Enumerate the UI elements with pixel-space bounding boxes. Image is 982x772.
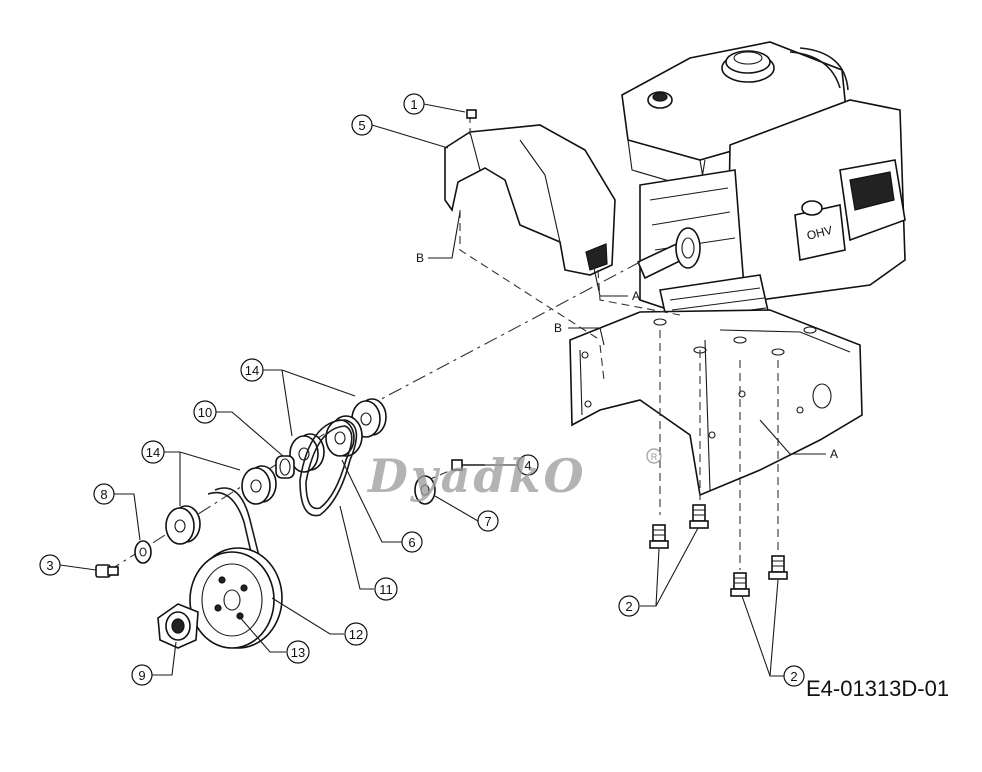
screw-2-c: [730, 572, 750, 597]
screw-2-b: [689, 504, 709, 529]
callout-4: 4: [517, 454, 539, 476]
svg-text:12: 12: [349, 627, 363, 642]
callout-10: 10: [193, 400, 217, 424]
bolt-3: [95, 564, 119, 578]
svg-text:2: 2: [625, 599, 632, 614]
svg-text:8: 8: [100, 487, 107, 502]
svg-text:3: 3: [46, 558, 53, 573]
ref-b-frame: B: [554, 321, 562, 335]
svg-text:1: 1: [410, 97, 417, 112]
bearing-9: [157, 603, 199, 649]
callout-14-upper: 14: [240, 358, 264, 382]
svg-text:14: 14: [245, 363, 259, 378]
ref-b-shroud: B: [416, 251, 424, 265]
washer-8: [134, 540, 152, 564]
ref-a-frame: A: [830, 447, 838, 461]
callout-5: 5: [351, 114, 373, 136]
bolt-1: [466, 109, 477, 119]
svg-text:14: 14: [146, 445, 160, 460]
watermark-logo: DyadkO: [366, 449, 587, 503]
callout-2-a: 2: [618, 595, 640, 617]
screw-2-d: [768, 555, 788, 580]
callout-1: 1: [403, 93, 425, 115]
washer-14-lower: [241, 465, 277, 505]
registered-mark-icon: R: [646, 448, 662, 464]
svg-text:4: 4: [524, 458, 531, 473]
callout-9: 9: [131, 664, 153, 686]
callout-7: 7: [477, 510, 499, 532]
callout-6: 6: [401, 531, 423, 553]
callout-13: 13: [286, 640, 310, 664]
callout-12: 12: [344, 622, 368, 646]
engine: OHV: [621, 41, 906, 336]
idler-7: [414, 475, 436, 505]
svg-text:7: 7: [484, 514, 491, 529]
belt-11: [299, 419, 358, 517]
callout-14-lower: 14: [141, 440, 165, 464]
engine-ohv-label: OHV: [805, 223, 834, 243]
spacer-10: [275, 455, 295, 479]
svg-text:13: 13: [291, 645, 305, 660]
bolt-4: [451, 459, 485, 471]
svg-text:10: 10: [198, 405, 212, 420]
ref-a-shroud: A: [632, 289, 640, 303]
callout-8: 8: [93, 483, 115, 505]
svg-text:11: 11: [379, 582, 393, 597]
belt-shroud: [444, 124, 616, 276]
svg-text:6: 6: [408, 535, 415, 550]
callout-2-b: 2: [783, 665, 805, 687]
svg-text:R: R: [651, 452, 658, 462]
leader-lines: [59, 103, 826, 677]
pulley-12-13: [189, 487, 283, 649]
svg-text:5: 5: [358, 118, 365, 133]
washer-14-front: [165, 505, 201, 545]
svg-text:9: 9: [138, 668, 145, 683]
alignment-lines: [109, 115, 779, 571]
callout-3: 3: [39, 554, 61, 576]
frame-bracket: [569, 309, 863, 497]
screw-2-a: [649, 524, 669, 549]
screws-frame: [649, 504, 788, 597]
callout-11: 11: [374, 577, 398, 601]
svg-text:2: 2: [790, 669, 797, 684]
diagram-code: E4-01313D-01: [806, 676, 950, 701]
